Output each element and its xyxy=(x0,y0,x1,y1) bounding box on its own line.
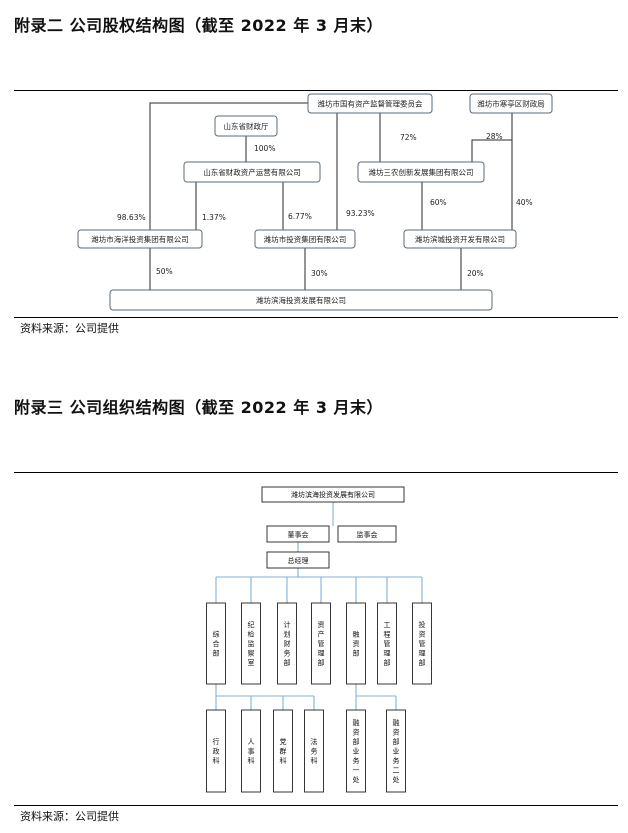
admin-sub-3-label: 法务科 xyxy=(311,737,318,765)
dept-6: 投资管理部 xyxy=(412,602,432,685)
dept-6-label: 投资管理部 xyxy=(419,620,426,667)
svg-text:总经理: 总经理 xyxy=(288,556,309,565)
svg-text:山东省财政资产运营有限公司: 山东省财政资产运营有限公司 xyxy=(203,167,301,177)
pct-sasac-sanli: 72% xyxy=(400,133,417,142)
pct-haiyang-target: 50% xyxy=(156,267,173,276)
org-company: 潍坊滨海投资发展有限公司 xyxy=(261,486,405,503)
section2-bottom-rule xyxy=(14,317,618,318)
dept-2-label: 计划财务部 xyxy=(284,620,291,667)
svg-text:潍坊市寒亭区财政局: 潍坊市寒亭区财政局 xyxy=(477,99,545,109)
dept-1-label: 纪检监察室 xyxy=(248,620,255,667)
org-departments: 综合部 纪检监察室 计划财务部 资产管理部 融资部 工程管理部 投资管理部 xyxy=(206,602,432,685)
admin-sub-1-label: 人事科 xyxy=(248,738,255,765)
section3-bottom-rule xyxy=(14,805,618,806)
section2-top-rule xyxy=(14,90,618,91)
pct-capital-invest: 6.77% xyxy=(288,212,312,221)
svg-text:潍坊滨海投资发展有限公司: 潍坊滨海投资发展有限公司 xyxy=(256,295,346,305)
pct-bincity-target: 20% xyxy=(467,269,484,278)
node-target: 潍坊滨海投资发展有限公司 xyxy=(109,289,493,311)
admin-sub-0-label: 行政科 xyxy=(213,737,220,765)
node-sanli: 潍坊三农创新发展集团有限公司 xyxy=(357,161,485,183)
finance-sub-0-label: 融资部业务一处 xyxy=(353,718,360,784)
org-supervisors: 监事会 xyxy=(337,525,397,543)
dept-0-label: 综合部 xyxy=(213,630,220,658)
equity-percent-labels: 100% 72% 28% 98.63% 1.37% 6.77% 93.23% 6… xyxy=(117,132,533,278)
link-sasac-haiyang xyxy=(149,102,308,230)
node-hanting: 潍坊市寒亭区财政局 xyxy=(469,93,553,114)
admin-sub-3: 法务科 xyxy=(304,709,324,793)
svg-text:潍坊滨海投资发展有限公司: 潍坊滨海投资发展有限公司 xyxy=(291,490,375,499)
svg-text:潍坊市国有资产监督管理委员会: 潍坊市国有资产监督管理委员会 xyxy=(318,99,423,109)
node-invest-group: 潍坊市投资集团有限公司 xyxy=(254,229,356,249)
admin-sub-0: 行政科 xyxy=(206,709,226,793)
dept-2: 计划财务部 xyxy=(277,602,297,685)
section2-title: 附录二 公司股权结构图（截至 2022 年 3 月末） xyxy=(14,16,384,35)
section3-source: 资料来源：公司提供 xyxy=(20,810,119,823)
dept-3-label: 资产管理部 xyxy=(318,620,325,667)
admin-sub-1: 人事科 xyxy=(241,709,261,793)
finance-sub-1: 融资部业务二处 xyxy=(386,709,406,793)
node-binhai-city: 潍坊滨城投资开发有限公司 xyxy=(403,229,517,249)
org-gm: 总经理 xyxy=(266,551,330,569)
svg-text:董事会: 董事会 xyxy=(288,530,309,539)
finance-sub-0: 融资部业务一处 xyxy=(346,709,366,793)
section2-source: 资料来源：公司提供 xyxy=(20,322,119,335)
section3-top-rule xyxy=(14,472,618,473)
svg-text:潍坊三农创新发展集团有限公司: 潍坊三农创新发展集团有限公司 xyxy=(369,167,474,177)
pct-invest-target: 30% xyxy=(311,269,328,278)
org-connectors xyxy=(215,502,423,710)
dept-4-label: 融资部 xyxy=(353,630,360,658)
node-sd-capital: 山东省财政资产运营有限公司 xyxy=(183,161,321,183)
svg-text:潍坊市投资集团有限公司: 潍坊市投资集团有限公司 xyxy=(264,234,347,244)
node-haiyang: 潍坊市海洋投资集团有限公司 xyxy=(77,229,203,249)
pct-sanli-bincity: 60% xyxy=(430,198,447,207)
pct-hanting-sanli: 28% xyxy=(486,132,503,141)
admin-sub-2: 党群科 xyxy=(273,709,293,793)
org-sub-units: 行政科 人事科 党群科 法务科 融资部业务一处 融资部业务二处 xyxy=(206,709,406,793)
dept-5-label: 工程管理部 xyxy=(384,621,391,667)
pct-hanting-bincity: 40% xyxy=(516,198,533,207)
svg-text:山东省财政厅: 山东省财政厅 xyxy=(224,121,269,131)
org-structure-chart: 潍坊滨海投资发展有限公司 董事会 监事会 总经理 综合部 纪检监察室 计划财务部 资产… xyxy=(206,486,432,793)
equity-structure-chart: 潍坊市国有资产监督管理委员会 潍坊市寒亭区财政局 山东省财政厅 山东省财政资产运… xyxy=(77,93,553,311)
pct-sd-finance-capital: 100% xyxy=(254,144,275,153)
section3-title: 附录三 公司组织结构图（截至 2022 年 3 月末） xyxy=(14,398,384,417)
equity-connectors xyxy=(149,102,513,290)
pct-sasac-invest: 93.23% xyxy=(346,209,375,218)
svg-text:潍坊滨城投资开发有限公司: 潍坊滨城投资开发有限公司 xyxy=(415,234,505,244)
dept-0: 综合部 xyxy=(206,602,226,685)
org-board: 董事会 xyxy=(266,525,330,543)
dept-3: 资产管理部 xyxy=(311,602,331,685)
node-sasac: 潍坊市国有资产监督管理委员会 xyxy=(307,93,433,114)
pct-sasac-haiyang: 98.63% xyxy=(117,213,146,222)
dept-5: 工程管理部 xyxy=(377,602,397,685)
finance-sub-1-label: 融资部业务二处 xyxy=(393,718,400,784)
svg-text:监事会: 监事会 xyxy=(357,530,378,539)
dept-4: 融资部 xyxy=(346,602,366,685)
pct-capital-haiyang: 1.37% xyxy=(202,213,226,222)
dept-1: 纪检监察室 xyxy=(241,602,261,685)
svg-text:潍坊市海洋投资集团有限公司: 潍坊市海洋投资集团有限公司 xyxy=(91,234,189,244)
node-sd-finance: 山东省财政厅 xyxy=(214,115,278,137)
admin-sub-2-label: 党群科 xyxy=(280,737,287,765)
